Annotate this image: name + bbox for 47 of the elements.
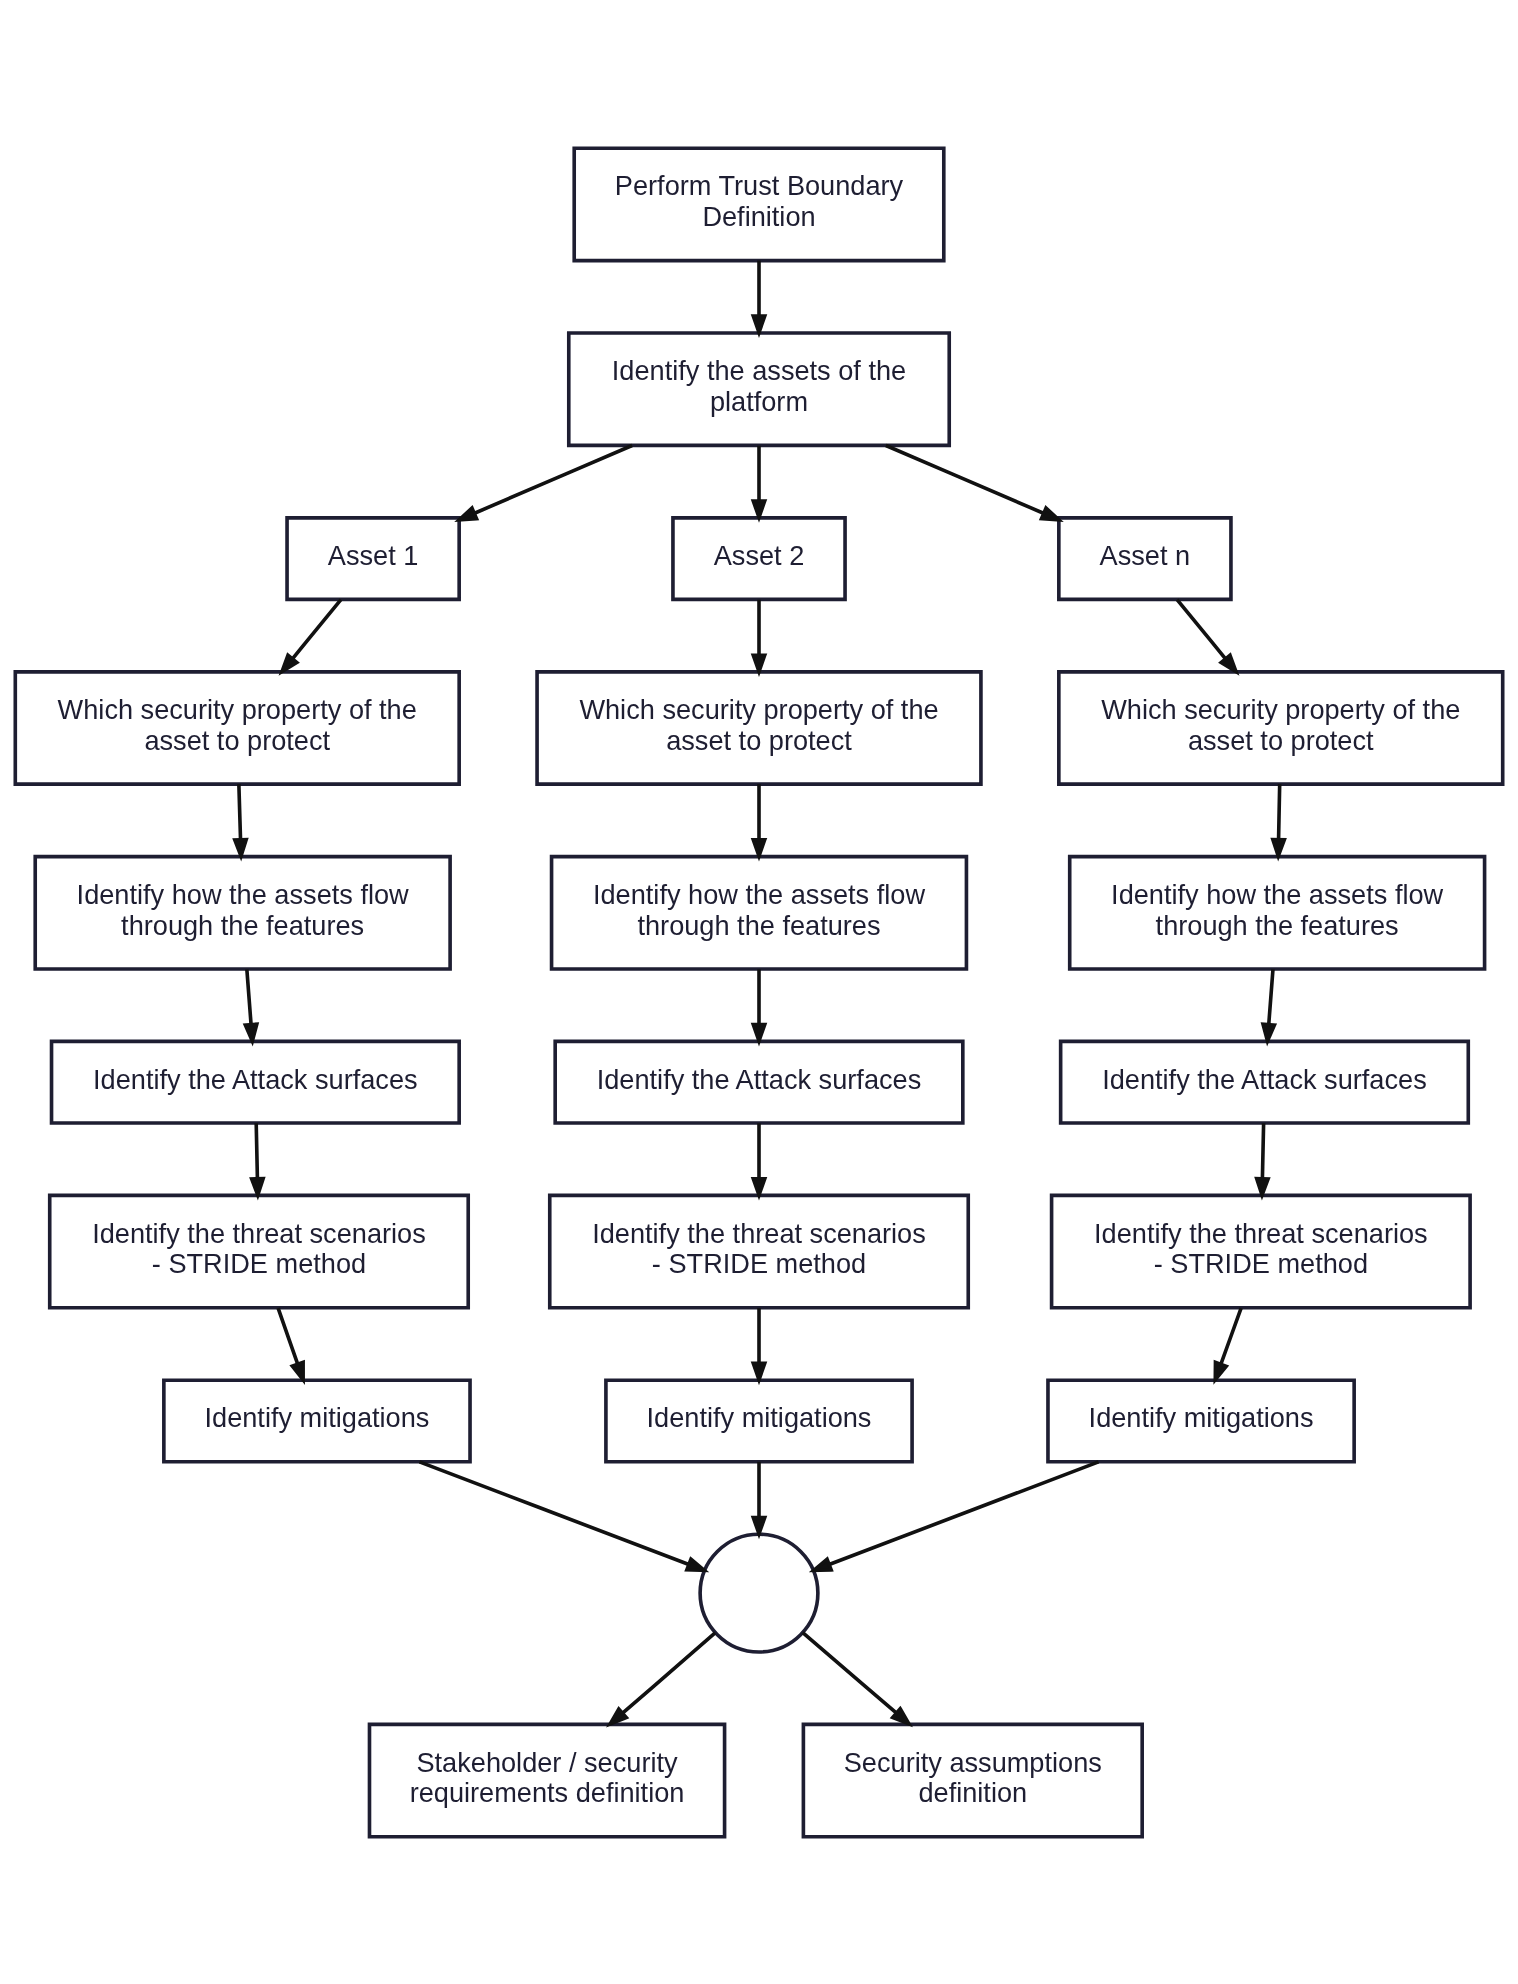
node-box: Identify the threat scenarios - STRIDE method <box>1049 1193 1472 1310</box>
arrow <box>750 1307 768 1385</box>
arrow <box>750 1122 768 1201</box>
arrow <box>801 1630 913 1727</box>
node-box: Identify the Attack surfaces <box>1058 1039 1471 1125</box>
arrow <box>1175 598 1240 676</box>
arrow <box>885 443 1064 522</box>
node-box: Identify how the assets flow through the features <box>33 854 452 971</box>
arrow <box>750 1461 768 1539</box>
arrow <box>606 1631 717 1728</box>
arrow <box>242 968 260 1046</box>
arrow <box>454 443 633 522</box>
arrow <box>750 968 768 1046</box>
node-box: Which security property of the asset to protect <box>535 669 983 786</box>
arrow <box>750 599 768 677</box>
node-box: Perform Trust Boundary Definition <box>572 145 946 262</box>
node-box: Identify the Attack surfaces <box>49 1039 461 1125</box>
node-box: Which security property of the asset to protect <box>1057 669 1505 786</box>
arrow <box>418 1459 710 1572</box>
node-box: Identify how the assets flow through the features <box>549 854 969 971</box>
arrow <box>1260 968 1278 1046</box>
arrow <box>750 445 768 523</box>
node-box: Security assumptions definition <box>801 1722 1144 1839</box>
node-box: Identify the Attack surfaces <box>553 1039 965 1125</box>
arrow <box>278 598 343 676</box>
arrow <box>1270 783 1287 861</box>
arrow <box>808 1459 1100 1572</box>
node-box: Asset 2 <box>671 515 847 601</box>
node-box: Asset n <box>1057 515 1233 601</box>
arrow <box>1254 1122 1271 1201</box>
arrow <box>232 783 249 861</box>
node-box: Stakeholder / security requirements definition <box>367 1722 727 1839</box>
node-box: Identify mitigations <box>604 1377 914 1464</box>
node-box: Identify the threat scenarios - STRIDE method <box>547 1193 971 1310</box>
arrow <box>249 1122 266 1201</box>
node-box: Asset 1 <box>285 515 461 601</box>
node-box: Identify mitigations <box>162 1377 472 1464</box>
arrow <box>750 260 768 338</box>
node-box: Identify the threat scenarios - STRIDE method <box>47 1193 471 1310</box>
arrow <box>276 1307 305 1385</box>
arrow <box>1213 1307 1243 1385</box>
node-box: Identify how the assets flow through the features <box>1067 854 1487 971</box>
node-circle <box>698 1531 820 1654</box>
arrow <box>750 783 768 861</box>
node-box: Which security property of the asset to protect <box>13 669 461 786</box>
node-box: Identify mitigations <box>1046 1377 1356 1464</box>
node-box: Identify the assets of the platform <box>566 330 952 447</box>
